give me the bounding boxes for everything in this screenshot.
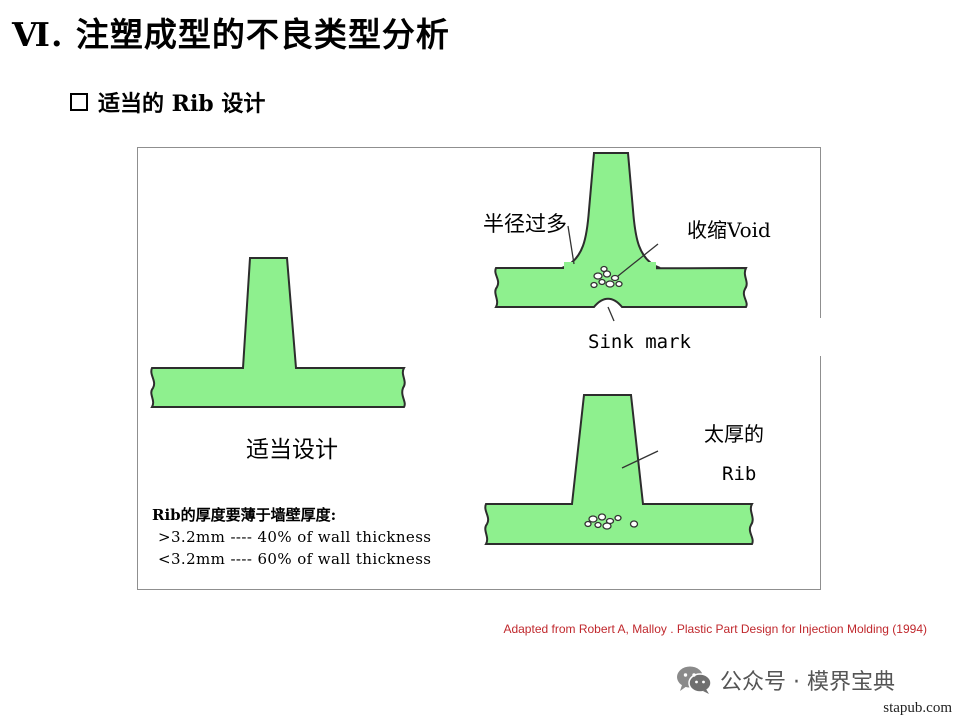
site-watermark: stapub.com [883,700,952,716]
thick-rib-shape [484,394,754,545]
thick-leader-line [621,450,659,469]
section-heading: 适当的 Rib 设计 [70,86,265,118]
void-bubbles-bottom [584,513,639,530]
sink-mark-label: Sink mark [588,331,691,353]
thick-rib-label-line2: Rib [722,463,757,485]
rib-diagram-canvas [150,152,822,545]
rib-design-figure: 半径过多 收缩Void Sink mark 适当设计 太厚的 Rib Rib的厚… [137,147,822,590]
section-heading-text: 适当的 Rib 设计 [98,91,266,117]
checkbox-square-icon [70,93,88,111]
thick-rib-label-line1: 太厚的 [704,422,764,446]
proper-design-label: 适当设计 [246,437,338,463]
radius-label: 半径过多 [483,212,567,236]
void-bubbles-top [590,265,623,289]
source-citation: Adapted from Robert A, Malloy . Plastic … [503,622,927,636]
rib-thickness-note-heading: Rib的厚度要薄于墙壁厚度: [152,506,337,524]
page-title: Ⅵ. 注塑成型的不良类型分析 [12,15,450,54]
sink-leader-line [607,306,615,322]
rib-thickness-note-line2: <3.2mm ---- 60% of wall thickness [158,550,432,568]
wechat-watermark: 公众号 · 模界宝典 [676,664,895,696]
void-label: 收缩Void [687,218,771,242]
proper-rib-shape [150,257,406,408]
radius-leader-line [567,225,575,265]
rib-thickness-note-line1: >3.2mm ---- 40% of wall thickness [158,528,432,546]
wechat-account-text: 公众号 · 模界宝典 [720,670,895,695]
radius-rib-stem [561,152,661,269]
wechat-icon [677,666,712,694]
void-leader-line [617,243,659,277]
